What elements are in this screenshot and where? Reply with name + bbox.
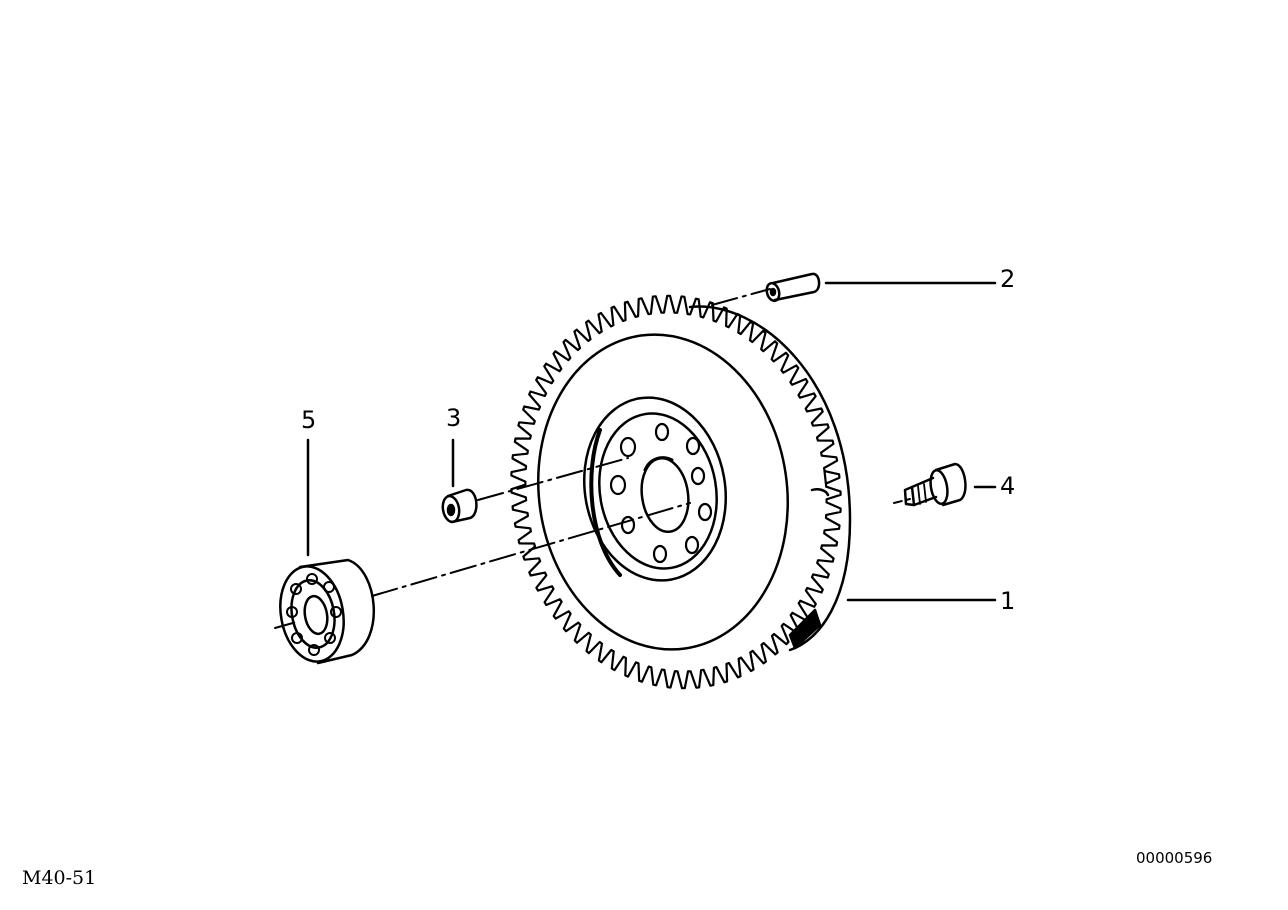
- callout-1: 1: [1000, 587, 1016, 615]
- ball-bearing: [279, 558, 375, 665]
- diagram-reference-number: 00000596: [1136, 849, 1213, 867]
- callout-2: 2: [1000, 265, 1016, 293]
- flywheel-inner-ring: [598, 412, 718, 570]
- flywheel-back-rim: [688, 305, 852, 652]
- bolt: [903, 462, 967, 507]
- flywheel-inner-ring-outer: [582, 396, 728, 582]
- axis-line-bolt: [893, 498, 911, 504]
- flywheel-bolt-holes: [609, 422, 713, 564]
- bushing: [441, 488, 478, 524]
- callout-4: 4: [1000, 472, 1016, 500]
- flywheel-rim-shade: [788, 608, 822, 650]
- axis-line-bearing-left: [274, 620, 301, 629]
- flywheel: [510, 294, 852, 690]
- flywheel-ring-gear-teeth: [510, 294, 842, 690]
- axis-line-bushing: [477, 457, 629, 501]
- flywheel-hub-step: [589, 428, 622, 577]
- callout-3: 3: [446, 404, 462, 432]
- diagram-code-label: M40-51: [22, 867, 97, 889]
- flywheel-face-ring: [537, 333, 789, 651]
- flywheel-rim-mark: [810, 487, 830, 497]
- axis-line-dowel: [711, 288, 771, 306]
- dowel-pin: [765, 272, 821, 303]
- callout-5: 5: [301, 406, 317, 434]
- bearing-balls: [286, 573, 342, 656]
- flywheel-bore-lip: [643, 456, 674, 472]
